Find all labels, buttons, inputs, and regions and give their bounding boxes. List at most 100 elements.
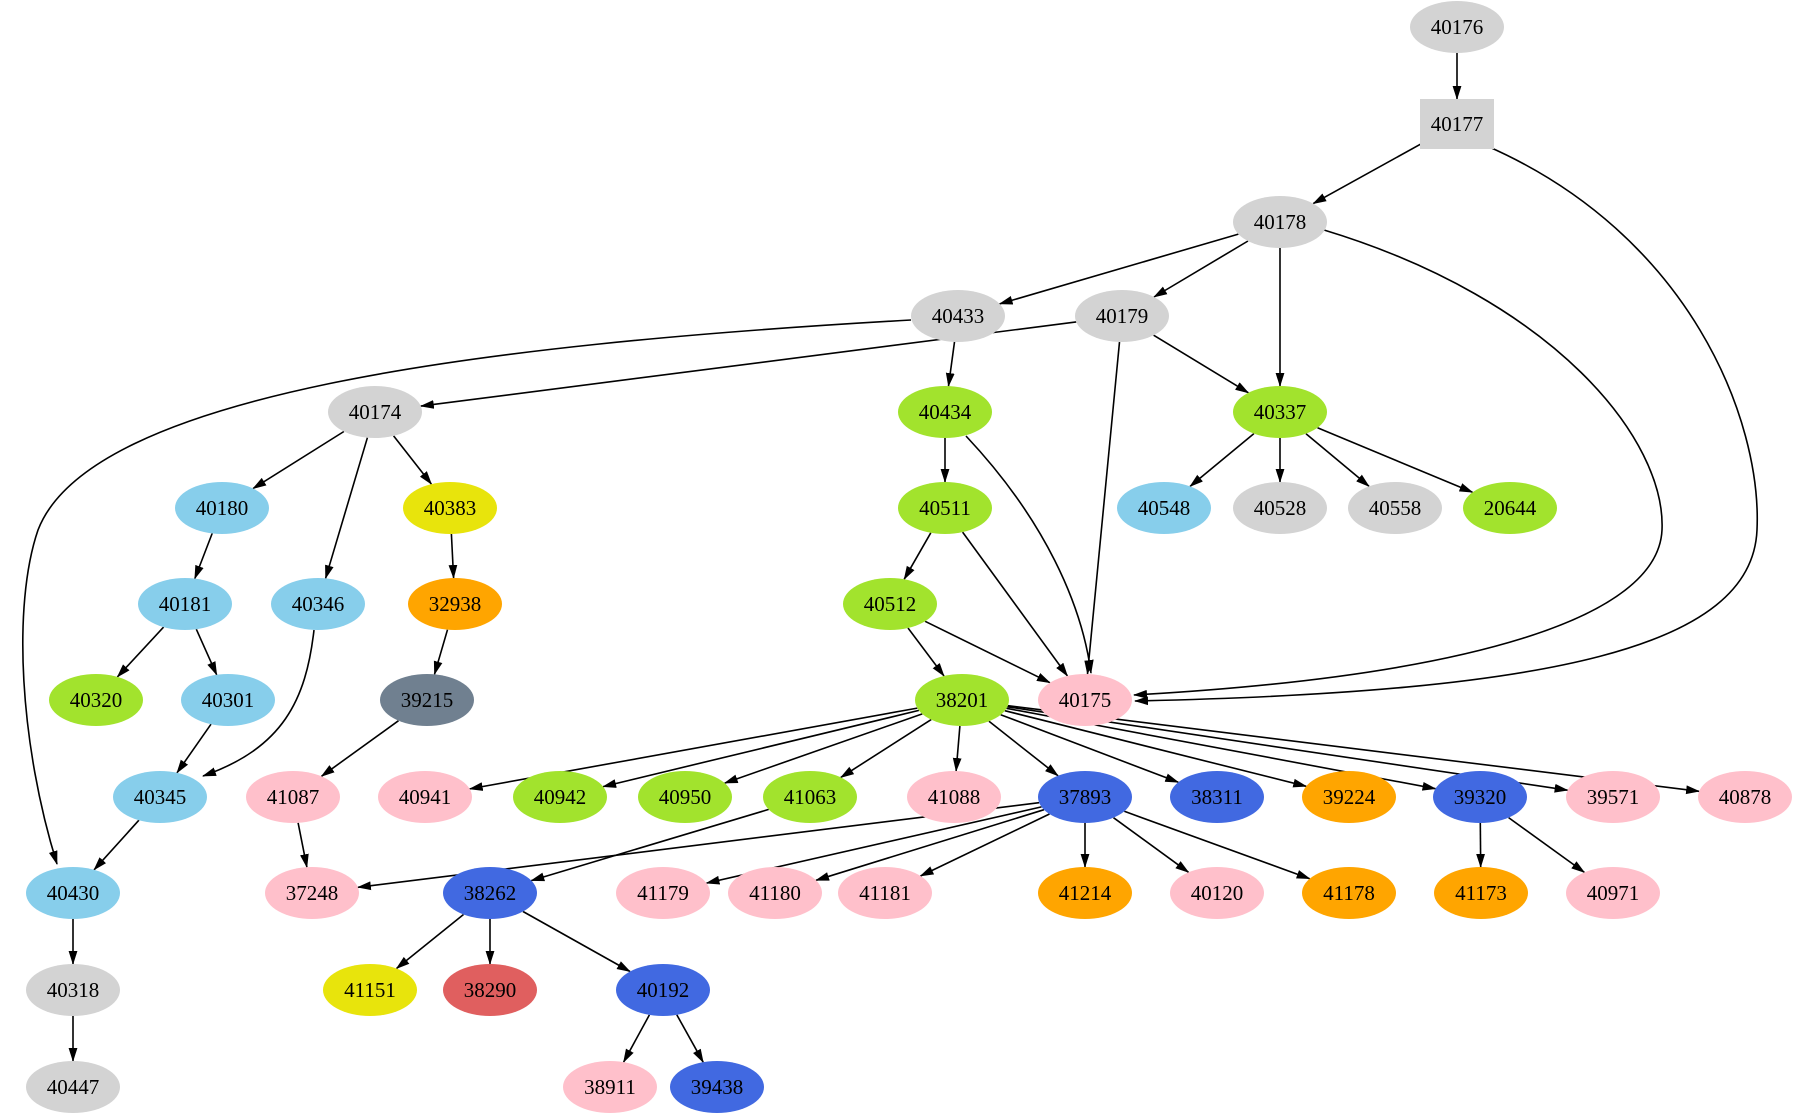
node-label: 40192 (637, 978, 690, 1002)
edge-40383-32938 (448, 533, 458, 579)
node-ellipse-shape (443, 964, 537, 1016)
node-label: 41088 (928, 785, 981, 809)
edge-40178-40175 (1133, 229, 1663, 699)
edge-38201-41088 (952, 725, 962, 772)
edge-40179-40337 (1153, 334, 1250, 394)
node-ellipse-shape (271, 578, 365, 630)
node-ellipse-shape (907, 771, 1001, 823)
node-ellipse-shape (843, 578, 937, 630)
node-label: 40950 (659, 785, 712, 809)
node-ellipse-shape (181, 674, 275, 726)
node-40548: 40548 (1117, 482, 1211, 534)
node-40176: 40176 (1410, 1, 1504, 53)
node-ellipse-shape (638, 771, 732, 823)
node-label: 40971 (1587, 881, 1640, 905)
node-label: 40174 (349, 400, 402, 424)
node-40120: 40120 (1170, 867, 1264, 919)
node-ellipse-shape (838, 867, 932, 919)
node-40177: 40177 (1420, 99, 1494, 149)
node-label: 40320 (70, 688, 123, 712)
node-label: 41180 (749, 881, 801, 905)
node-label: 40179 (1096, 304, 1149, 328)
node-ellipse-shape (898, 482, 992, 534)
node-ellipse-shape (1038, 867, 1132, 919)
node-ellipse-shape (408, 578, 502, 630)
node-ellipse-shape (1233, 196, 1327, 248)
node-ellipse-shape (1170, 771, 1264, 823)
node-label: 39571 (1587, 785, 1640, 809)
node-39224: 39224 (1302, 771, 1396, 823)
node-40180: 40180 (175, 482, 269, 534)
edge-38201-38311 (1000, 713, 1180, 784)
node-label: 40433 (932, 304, 985, 328)
node-label: 40346 (292, 592, 345, 616)
edge-40178-40179 (1153, 240, 1249, 298)
node-ellipse-shape (1302, 771, 1396, 823)
node-label: 41151 (344, 978, 396, 1002)
edge-40337-40548 (1189, 432, 1255, 488)
edge-40433-40434 (945, 341, 956, 388)
node-ellipse-shape (138, 578, 232, 630)
node-label: 39224 (1323, 785, 1376, 809)
node-ellipse-shape (26, 964, 120, 1016)
edge-37893-40120 (1113, 817, 1190, 873)
edge-40512-40175 (924, 620, 1051, 684)
node-37248: 37248 (265, 867, 359, 919)
node-label: 40528 (1254, 496, 1307, 520)
node-40528: 40528 (1233, 482, 1327, 534)
edge-40179-40175 (1084, 341, 1121, 675)
node-38201: 38201 (915, 674, 1009, 726)
edge-40174-40383 (392, 435, 433, 485)
node-label: 41179 (637, 881, 689, 905)
edge-40337-40558 (1305, 433, 1370, 487)
node-ellipse-shape (26, 867, 120, 919)
node-38262: 38262 (443, 867, 537, 919)
node-39438: 39438 (670, 1061, 764, 1113)
node-ellipse-shape (49, 674, 143, 726)
node-label: 37893 (1059, 785, 1112, 809)
node-ellipse-shape (1233, 386, 1327, 438)
node-ellipse-shape (670, 1061, 764, 1113)
node-label: 39438 (691, 1075, 744, 1099)
node-label: 32938 (429, 592, 482, 616)
node-ellipse-shape (113, 771, 207, 823)
node-label: 40176 (1431, 15, 1484, 39)
node-40178: 40178 (1233, 196, 1327, 248)
node-40512: 40512 (843, 578, 937, 630)
node-label: 40942 (534, 785, 587, 809)
node-label: 39320 (1454, 785, 1507, 809)
edge-38201-41063 (839, 718, 932, 779)
node-label: 41214 (1059, 881, 1112, 905)
node-ellipse-shape (1038, 771, 1132, 823)
node-39571: 39571 (1566, 771, 1660, 823)
node-39320: 39320 (1433, 771, 1527, 823)
edge-39215-41087 (320, 720, 399, 777)
node-label: 40941 (399, 785, 452, 809)
node-40345: 40345 (113, 771, 207, 823)
node-label: 41173 (1455, 881, 1507, 905)
node-41178: 41178 (1302, 867, 1396, 919)
node-40971: 40971 (1566, 867, 1660, 919)
node-ellipse-shape (513, 771, 607, 823)
edge-40174-40346 (324, 437, 369, 580)
edge-40511-40512 (903, 532, 932, 581)
node-label: 40434 (919, 400, 972, 424)
node-40878: 40878 (1698, 771, 1792, 823)
edge-40337-20644 (1317, 426, 1474, 494)
edge-38201-39224 (1004, 709, 1308, 788)
node-41173: 41173 (1434, 867, 1528, 919)
node-ellipse-shape (563, 1061, 657, 1113)
node-ellipse-shape (265, 867, 359, 919)
node-ellipse-shape (1038, 674, 1132, 726)
edge-40512-38201 (907, 627, 945, 677)
node-40433: 40433 (911, 290, 1005, 342)
node-ellipse-shape (443, 867, 537, 919)
edge-40192-39438 (676, 1014, 704, 1064)
node-38311: 38311 (1170, 771, 1264, 823)
edge-40181-40301 (195, 628, 218, 676)
node-label: 40180 (196, 496, 249, 520)
node-label: 20644 (1484, 496, 1537, 520)
node-label: 38290 (464, 978, 517, 1002)
